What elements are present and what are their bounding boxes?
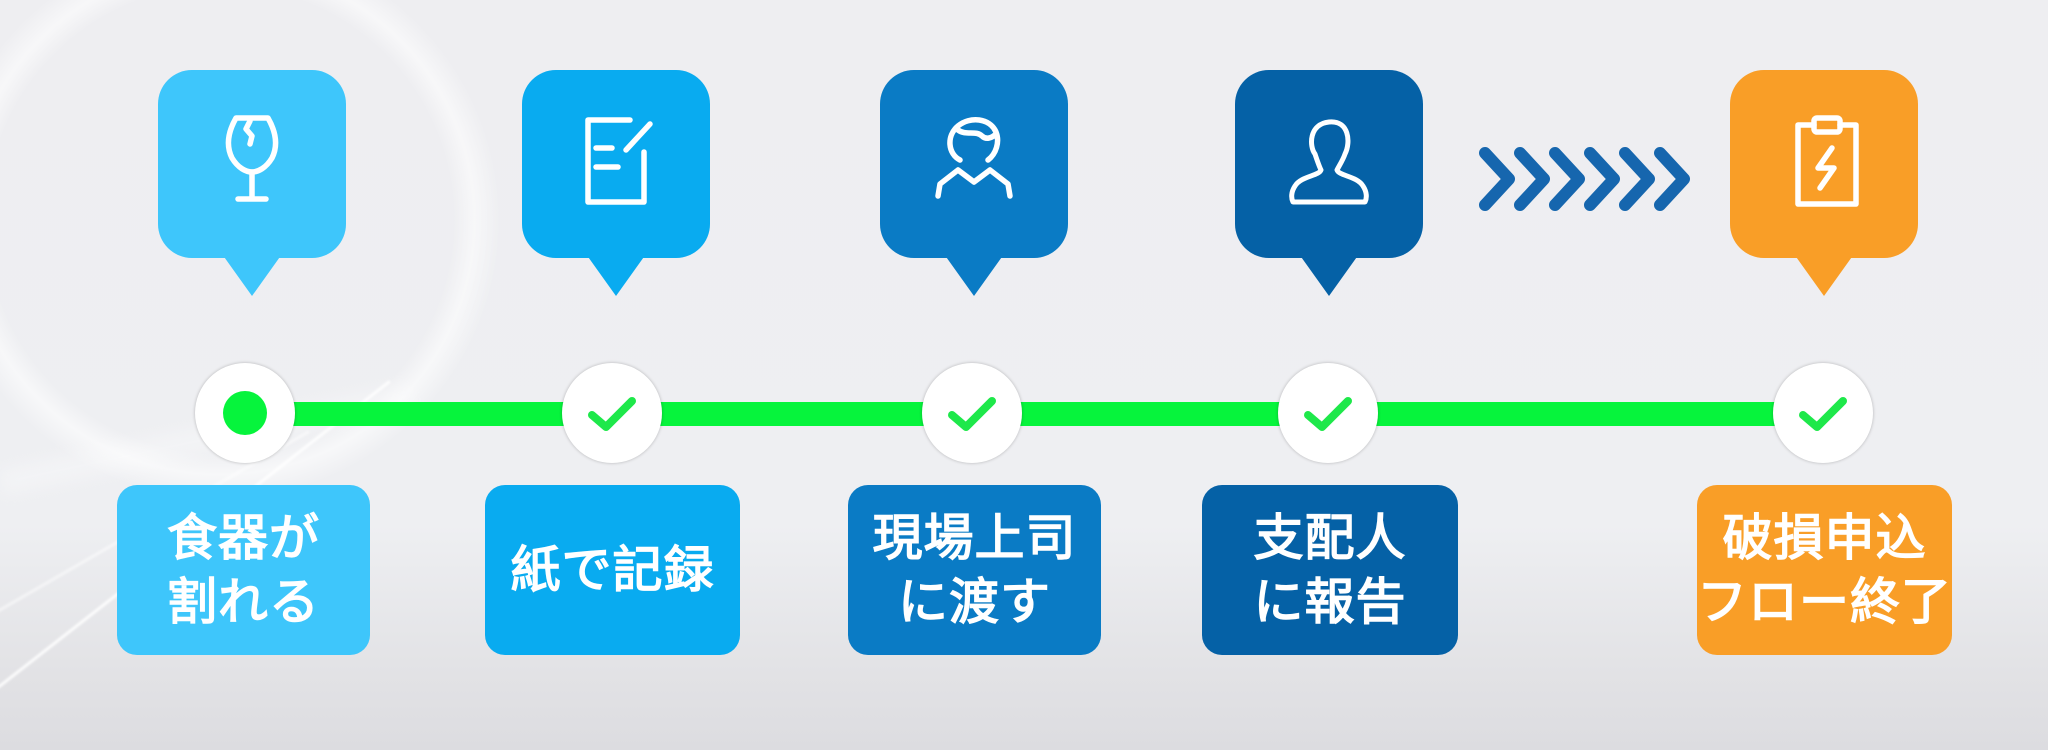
check-icon: [1799, 397, 1847, 431]
step-4-pin-card: [1235, 70, 1423, 258]
manager-icon: [1289, 119, 1369, 205]
step-4-label: 支配人 に報告: [1202, 485, 1458, 655]
step-5-pin-card: [1730, 70, 1918, 258]
check-icon: [1304, 397, 1352, 431]
step-2-label: 紙で記録: [485, 485, 740, 655]
step-2-pin-card: [522, 70, 710, 258]
current-dot-icon: [223, 391, 267, 435]
supervisor-icon: [935, 117, 1013, 199]
step-4-done-node[interactable]: [1278, 363, 1378, 463]
step-1-label: 食器が 割れる: [117, 485, 370, 655]
step-5-label: 破損申込 フロー終了: [1697, 485, 1952, 655]
step-1-pin-card: [158, 70, 346, 258]
paper-write-icon: [585, 117, 653, 205]
check-icon: [948, 397, 996, 431]
step-3-pin-card: [880, 70, 1068, 258]
check-icon: [588, 397, 636, 431]
step-1-current-node[interactable]: [195, 363, 295, 463]
step-2-done-node[interactable]: [562, 363, 662, 463]
step-3-label: 現場上司 に渡す: [848, 485, 1101, 655]
step-3-done-node[interactable]: [922, 363, 1022, 463]
broken-glass-icon: [225, 115, 279, 202]
clipboard-lightning-icon: [1795, 115, 1859, 207]
progress-track: [245, 402, 1823, 426]
chevrons-right-icon: [1479, 147, 1690, 211]
step-5-done-node[interactable]: [1773, 363, 1873, 463]
